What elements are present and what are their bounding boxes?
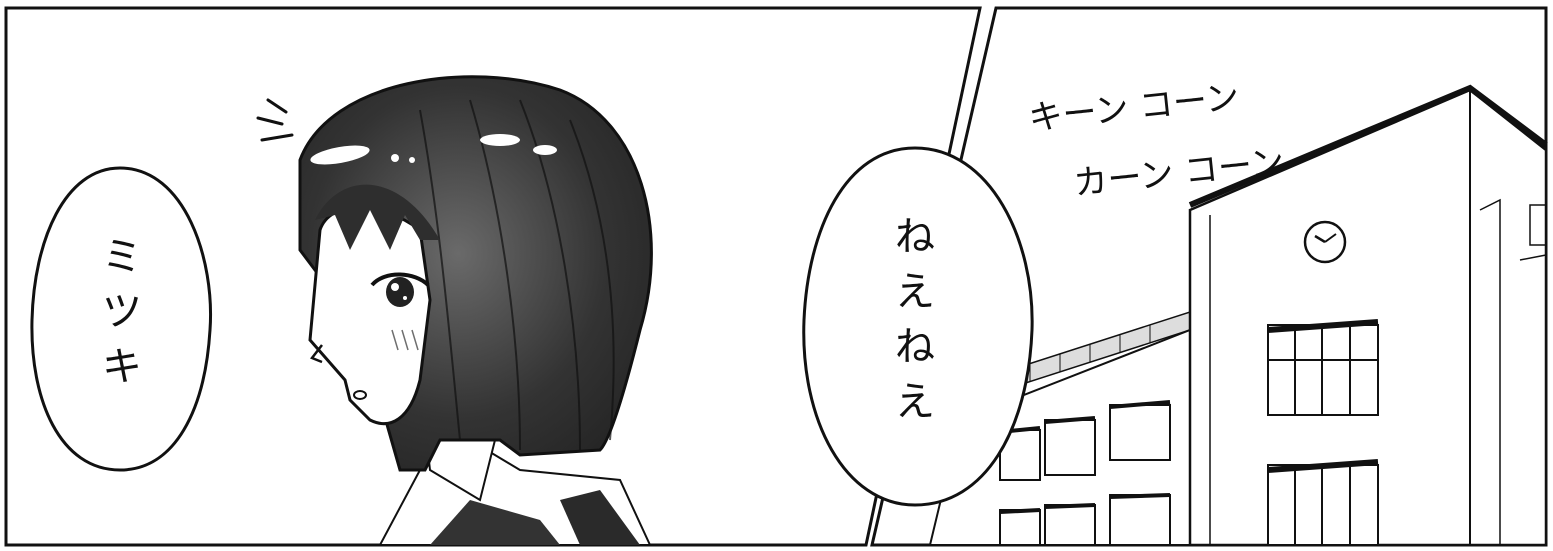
surprise-marks: [256, 98, 294, 142]
bubble-right-char-1: ね: [895, 214, 935, 260]
bubble-left-char-3: キ: [102, 344, 142, 390]
eye: [370, 272, 430, 307]
girl-illustration: [256, 75, 653, 546]
speech-bubble-left: ミ ツ キ: [30, 166, 213, 472]
school-building-illustration: [928, 84, 1548, 547]
bubble-left-char-1: ミ: [102, 234, 142, 280]
speech-bubble-right: ね え ね え: [802, 146, 1034, 507]
bubble-left-char-2: ツ: [102, 289, 142, 335]
bubble-right-char-4: え: [895, 379, 935, 425]
bubble-right-char-3: ね: [895, 324, 935, 370]
clock-icon: [1303, 220, 1347, 264]
wing-windows: [999, 404, 1171, 546]
bubble-right-char-2: え: [895, 269, 935, 315]
